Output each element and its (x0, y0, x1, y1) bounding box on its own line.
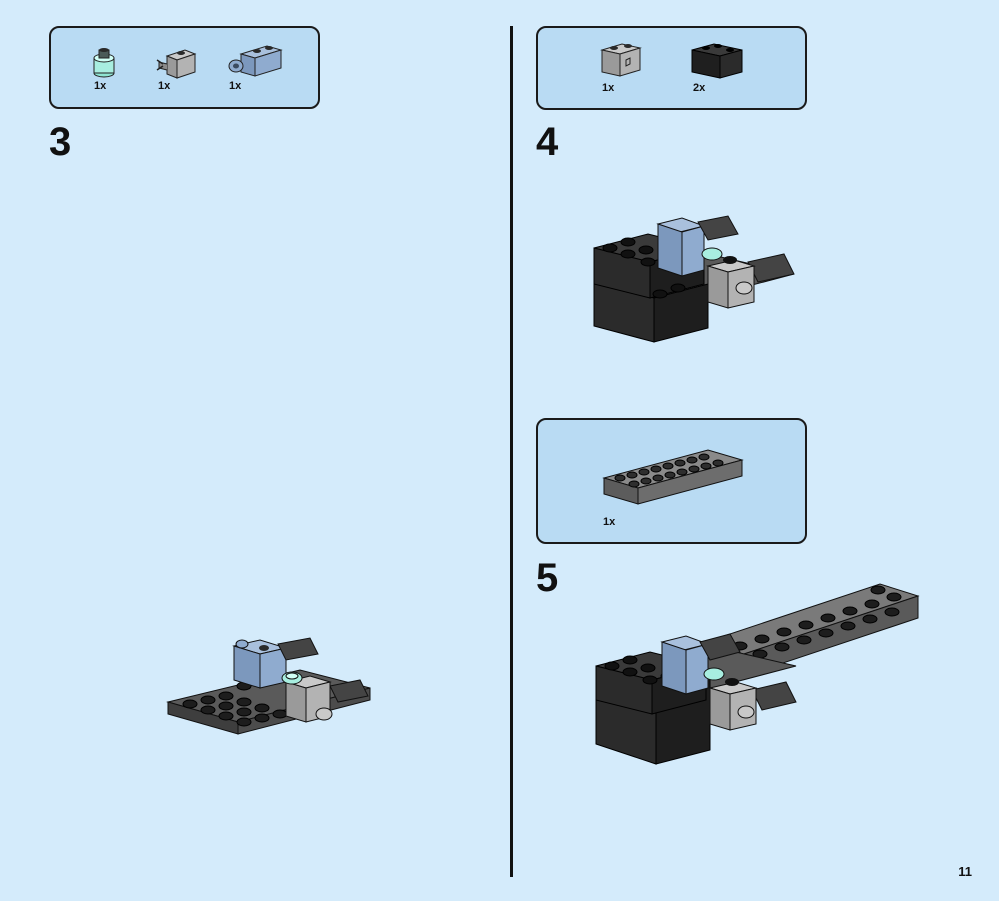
part-qty: 1x (94, 80, 107, 92)
step-5-assembly-illustration (595, 583, 920, 765)
part-qty: 1x (603, 516, 616, 528)
part-qty: 2x (693, 82, 706, 94)
parts-callout-step-4: 1x 2x (536, 26, 807, 110)
step-number-4: 4 (536, 120, 559, 164)
part-qty: 1x (158, 80, 171, 92)
clip-brick-icon (156, 49, 197, 79)
part-qty: 1x (229, 80, 242, 92)
step-number-3: 3 (49, 120, 72, 164)
step-3-assembly-illustration (166, 637, 371, 735)
step-4-assembly-illustration (593, 215, 795, 343)
parts-callout-step-5: 1x (536, 418, 807, 544)
page-number: 11 (958, 864, 972, 879)
dark-grey-plate-2x8-icon (602, 449, 744, 505)
part-qty: 1x (602, 82, 615, 94)
sand-blue-bar-holder-brick-icon (228, 45, 283, 77)
step-number-5: 5 (536, 556, 559, 600)
black-corner-brick-icon (691, 43, 743, 79)
trans-clear-round-plate-icon (93, 48, 115, 78)
printed-grey-brick-icon (600, 43, 642, 77)
parts-callout-step-3: 1x 1x 1x (49, 26, 320, 109)
page-divider (510, 26, 513, 877)
